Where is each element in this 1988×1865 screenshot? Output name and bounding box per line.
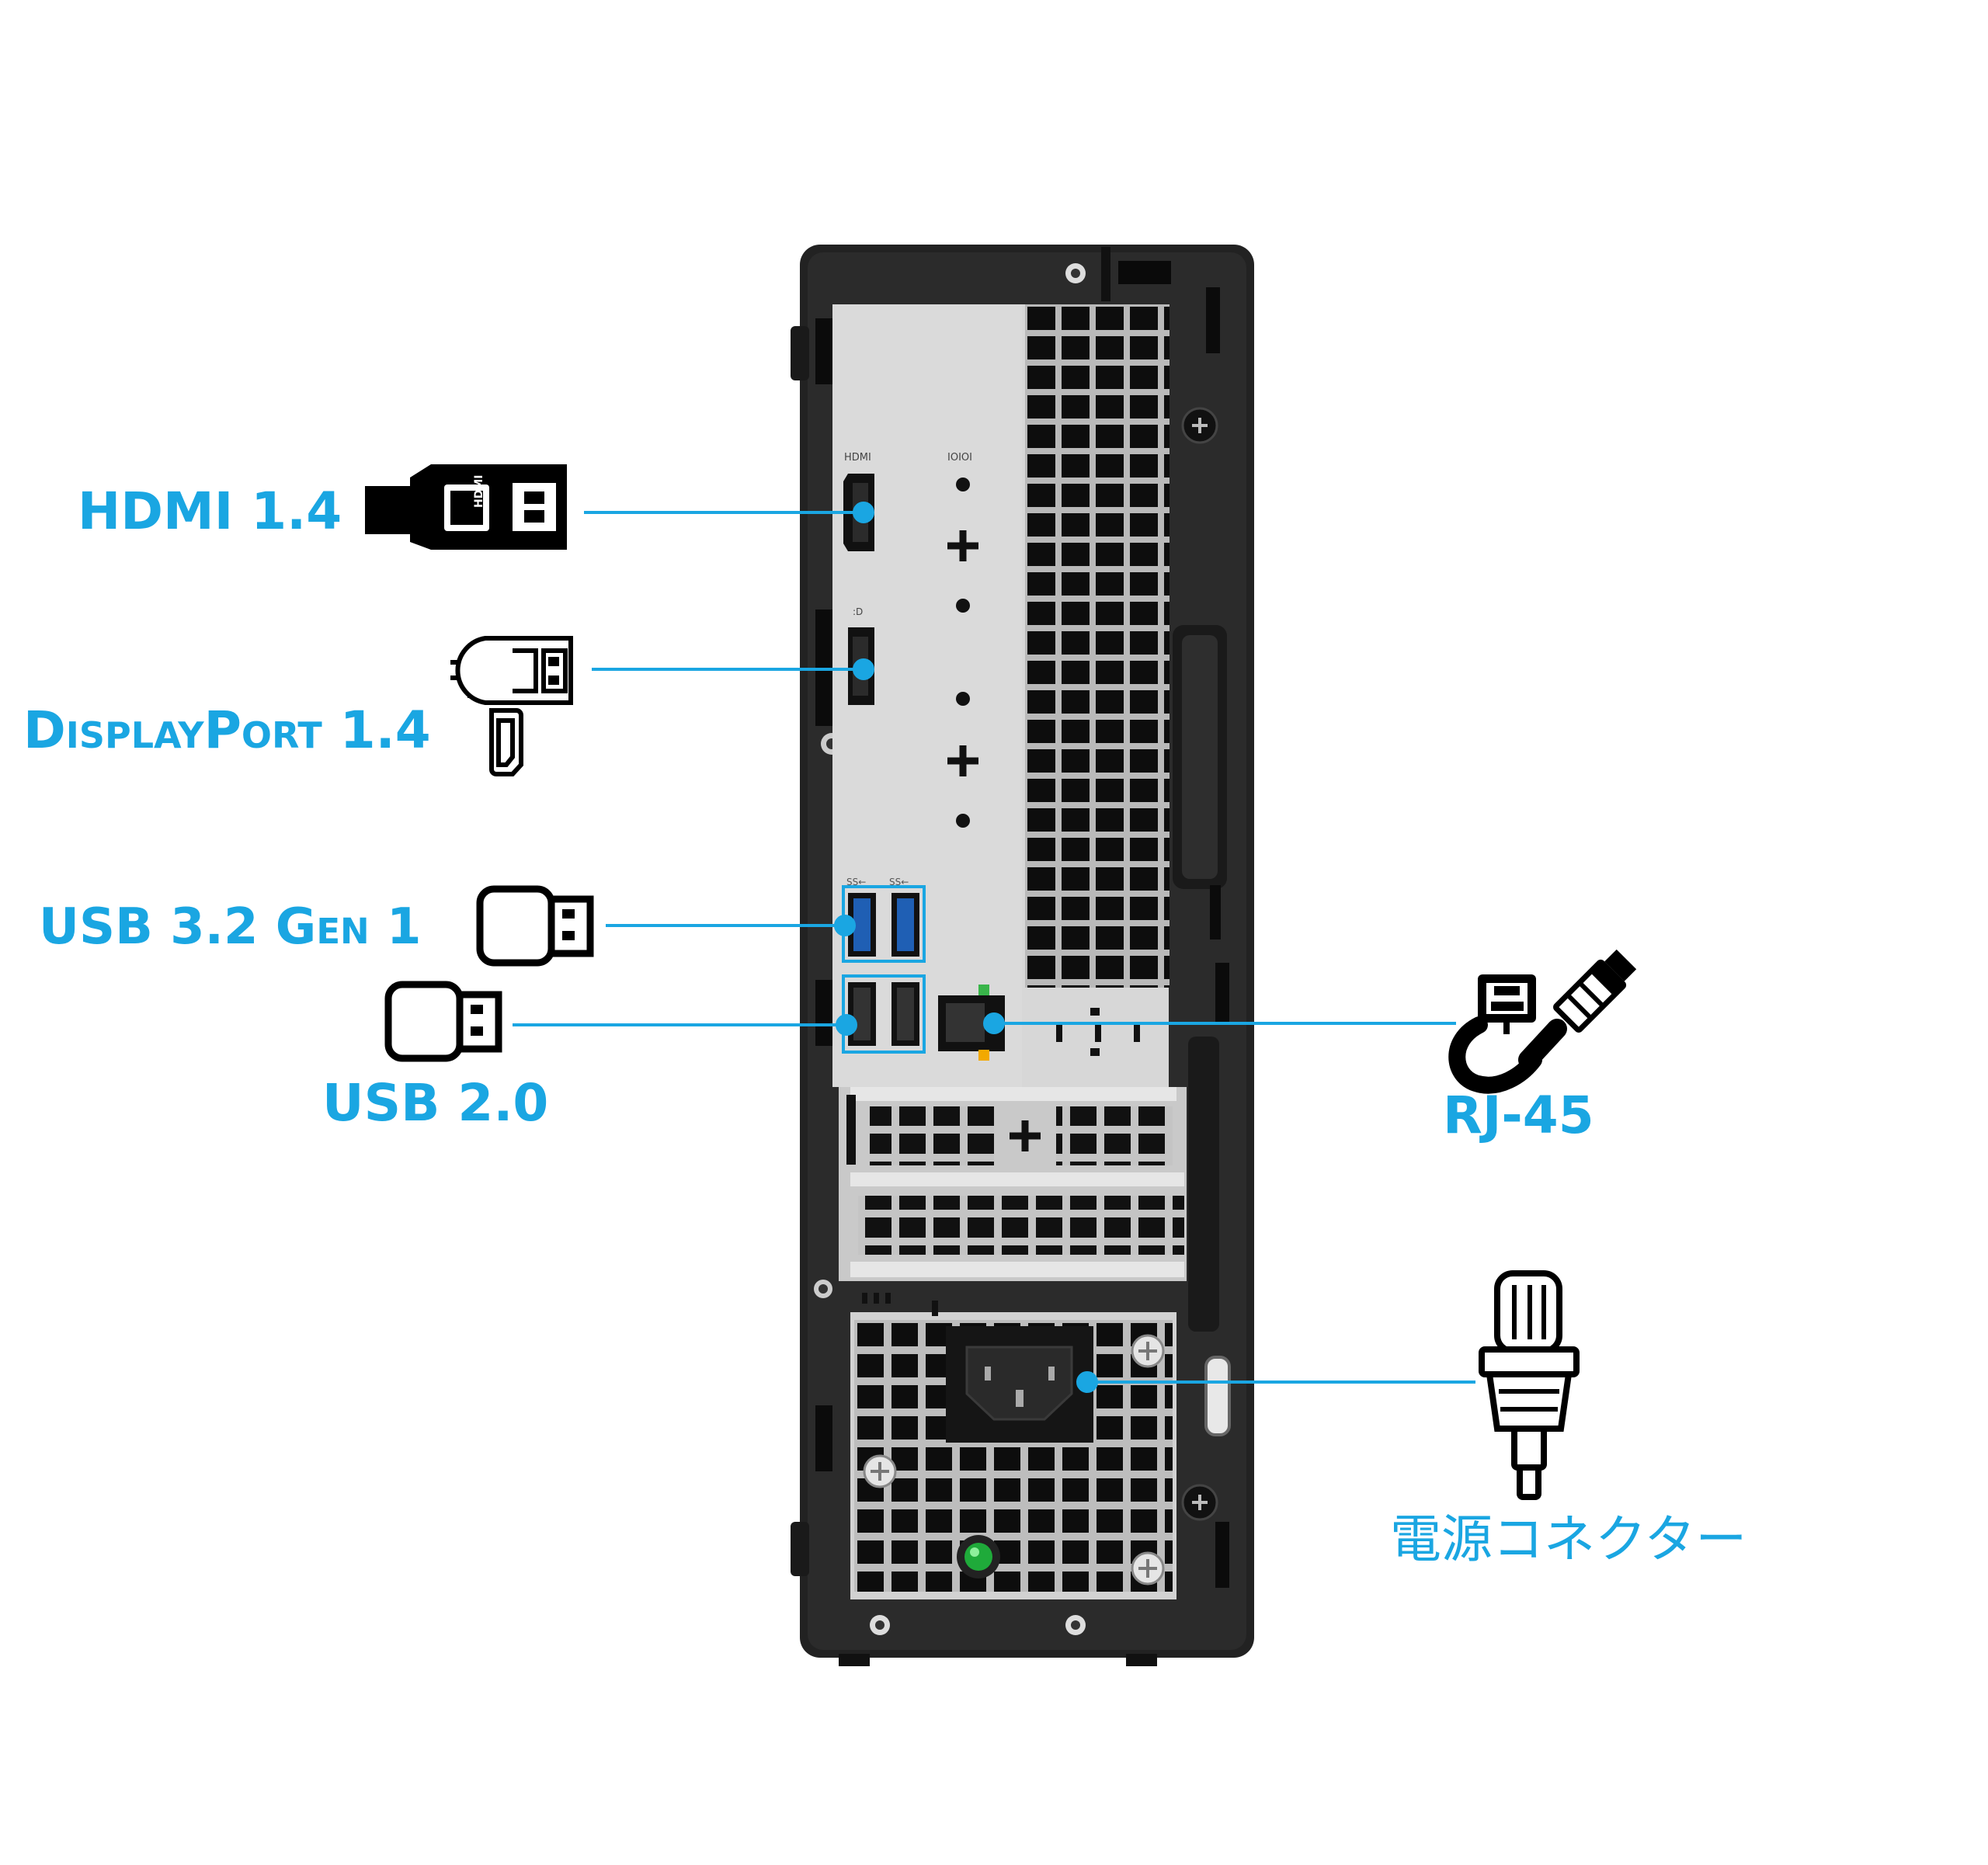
hdmi-plug-icon: HDMI [365,464,567,550]
usb-2-0-label: USB 2.0 [322,1073,549,1133]
usb-3-2-label: USB 3.2 Gen 1 [39,898,422,956]
power-supply [850,1293,1176,1599]
usb-3-2-ports [842,885,926,963]
hdmi-silkscreen: HDMI [844,452,871,464]
usb-2-0-plug-icon [384,981,502,1062]
rj45-label: RJ-45 [1443,1085,1594,1145]
power-plug-icon [1479,1270,1580,1500]
svg-text:HDMI: HDMI [473,475,485,508]
displayport-plug-icon [450,636,573,705]
screw [870,1615,890,1635]
screw [1065,263,1086,283]
serial-silkscreen: IOIOI [947,452,972,464]
displayport-label: DisplayPort 1.4 [23,700,431,760]
usb-2-0-ports [842,974,926,1054]
hdmi-label: HDMI 1.4 [78,481,342,541]
screw [1181,1484,1218,1521]
callout-leaders [513,502,1475,1393]
svg-text::D: :D [853,606,863,617]
usb-silkscreen: SS← [889,877,909,887]
usb-silkscreen: SS← [846,877,866,887]
expansion-slots [839,1087,1187,1281]
io-plate: HDMI IOIOI SS← SS← [832,304,1170,1087]
screw [1181,407,1218,444]
screw [1065,1615,1086,1635]
usb-3-2-plug-icon [476,885,594,967]
ethernet-cable-icon [1448,949,1637,1094]
vent-grill-top [1025,304,1170,988]
power-connector-label: 電源コネクター [1390,1509,1747,1569]
displayport-port-icon [489,708,523,776]
